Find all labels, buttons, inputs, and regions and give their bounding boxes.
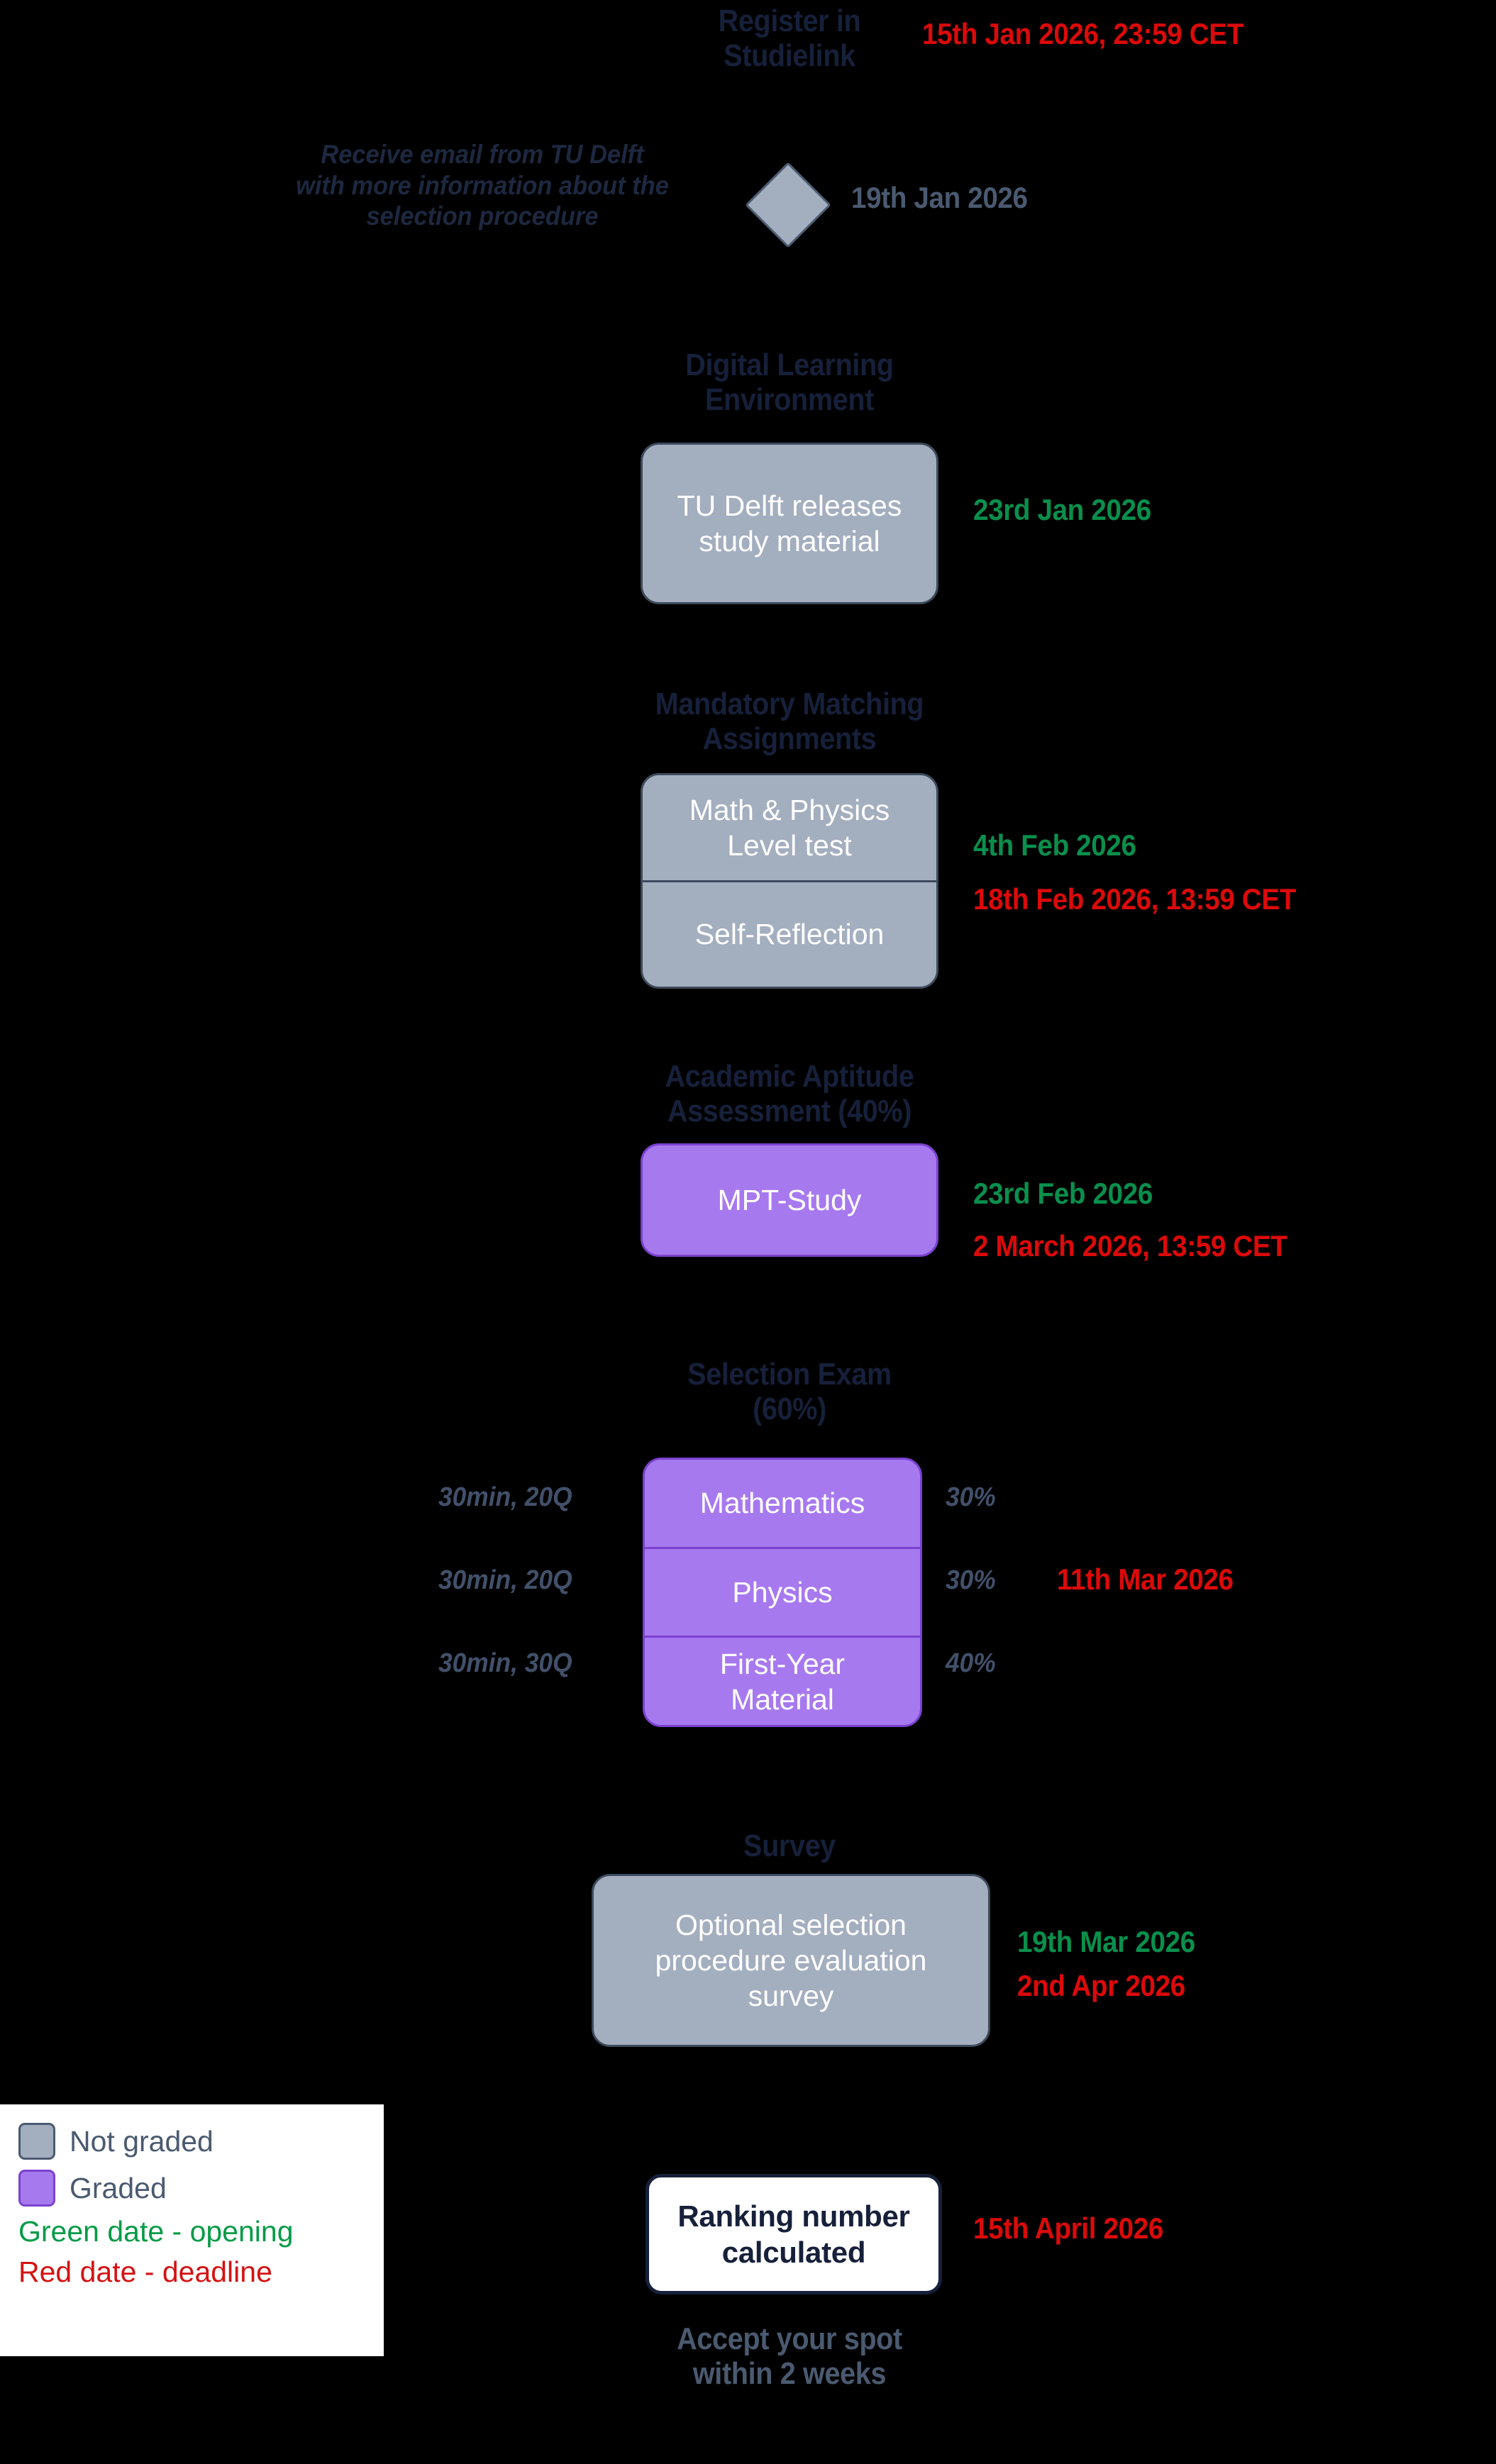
email-milestone-diamond <box>745 162 831 248</box>
legend-row-not-graded: Not graded <box>18 2123 368 2160</box>
aptitude-heading: Academic Aptitude Assessment (40%) <box>665 1059 914 1129</box>
exam-box[interactable]: Mathematics Physics First-Year Material <box>643 1458 922 1727</box>
legend-line-red-deadline: Red date - deadline <box>18 2255 272 2289</box>
ranking-box[interactable]: Ranking number calculated <box>646 2174 942 2294</box>
survey-box-label: Optional selection procedure evaluation … <box>655 1908 927 2012</box>
legend-swatch-not-graded-icon <box>18 2123 55 2160</box>
register-heading: Register in Studielink <box>718 4 861 74</box>
ranking-date: 15th April 2026 <box>973 2212 1163 2245</box>
survey-box[interactable]: Optional selection procedure evaluation … <box>592 1874 990 2047</box>
dle-date: 23rd Jan 2026 <box>973 493 1151 526</box>
matching-row-level-test[interactable]: Math & Physics Level test <box>689 793 890 862</box>
exam-row-0-weight: 30% <box>946 1482 996 1512</box>
exam-row-0-duration: 30min, 20Q <box>438 1482 572 1512</box>
exam-row-first-year-material[interactable]: First-Year Material <box>645 1636 920 1725</box>
dle-box[interactable]: TU Delft releases study material <box>641 443 938 604</box>
legend-row-graded: Graded <box>18 2170 368 2207</box>
aptitude-date-open: 23rd Feb 2026 <box>973 1177 1153 1210</box>
exam-date: 11th Mar 2026 <box>1057 1563 1234 1596</box>
survey-date-deadline: 2nd Apr 2026 <box>1017 1969 1185 2002</box>
aptitude-box-label: MPT-Study <box>717 1183 862 1216</box>
exam-row-1-duration: 30min, 20Q <box>438 1565 572 1595</box>
legend-swatch-graded-icon <box>18 2170 55 2207</box>
survey-date-open: 19th Mar 2026 <box>1017 1925 1195 1958</box>
legend: Not graded Graded Green date - opening R… <box>0 2104 384 2356</box>
legend-label-not-graded: Not graded <box>70 2124 214 2158</box>
legend-line-green-opening: Green date - opening <box>18 2215 294 2248</box>
matching-row-self-reflection[interactable]: Self-Reflection <box>643 879 936 987</box>
matching-date-deadline: 18th Feb 2026, 13:59 CET <box>973 882 1297 916</box>
dle-box-label: TU Delft releases study material <box>677 489 902 557</box>
exam-row-2-weight: 40% <box>946 1648 996 1678</box>
exam-row-1-weight: 30% <box>946 1565 996 1595</box>
survey-heading: Survey <box>743 1828 836 1863</box>
aptitude-box[interactable]: MPT-Study <box>641 1143 938 1257</box>
exam-row-mathematics[interactable]: Mathematics <box>699 1487 865 1520</box>
accept-spot-footer: Accept your spot within 2 weeks <box>677 2321 902 2392</box>
email-date: 19th Jan 2026 <box>851 181 1028 214</box>
register-date: 15th Jan 2026, 23:59 CET <box>922 17 1243 50</box>
email-note: Receive email from TU Delft with more in… <box>296 140 669 231</box>
aptitude-date-deadline: 2 March 2026, 13:59 CET <box>973 1229 1287 1262</box>
exam-row-2-duration: 30min, 30Q <box>438 1648 572 1678</box>
matching-heading: Mandatory Matching Assignments <box>655 687 924 757</box>
ranking-box-label: Ranking number calculated <box>677 2199 910 2269</box>
legend-label-graded: Graded <box>70 2171 167 2204</box>
exam-row-physics[interactable]: Physics <box>645 1546 920 1636</box>
exam-heading: Selection Exam (60%) <box>687 1357 892 1427</box>
matching-box[interactable]: Math & Physics Level test Self-Reflectio… <box>641 773 938 989</box>
dle-heading: Digital Learning Environment <box>685 348 894 418</box>
matching-date-open: 4th Feb 2026 <box>973 828 1136 862</box>
